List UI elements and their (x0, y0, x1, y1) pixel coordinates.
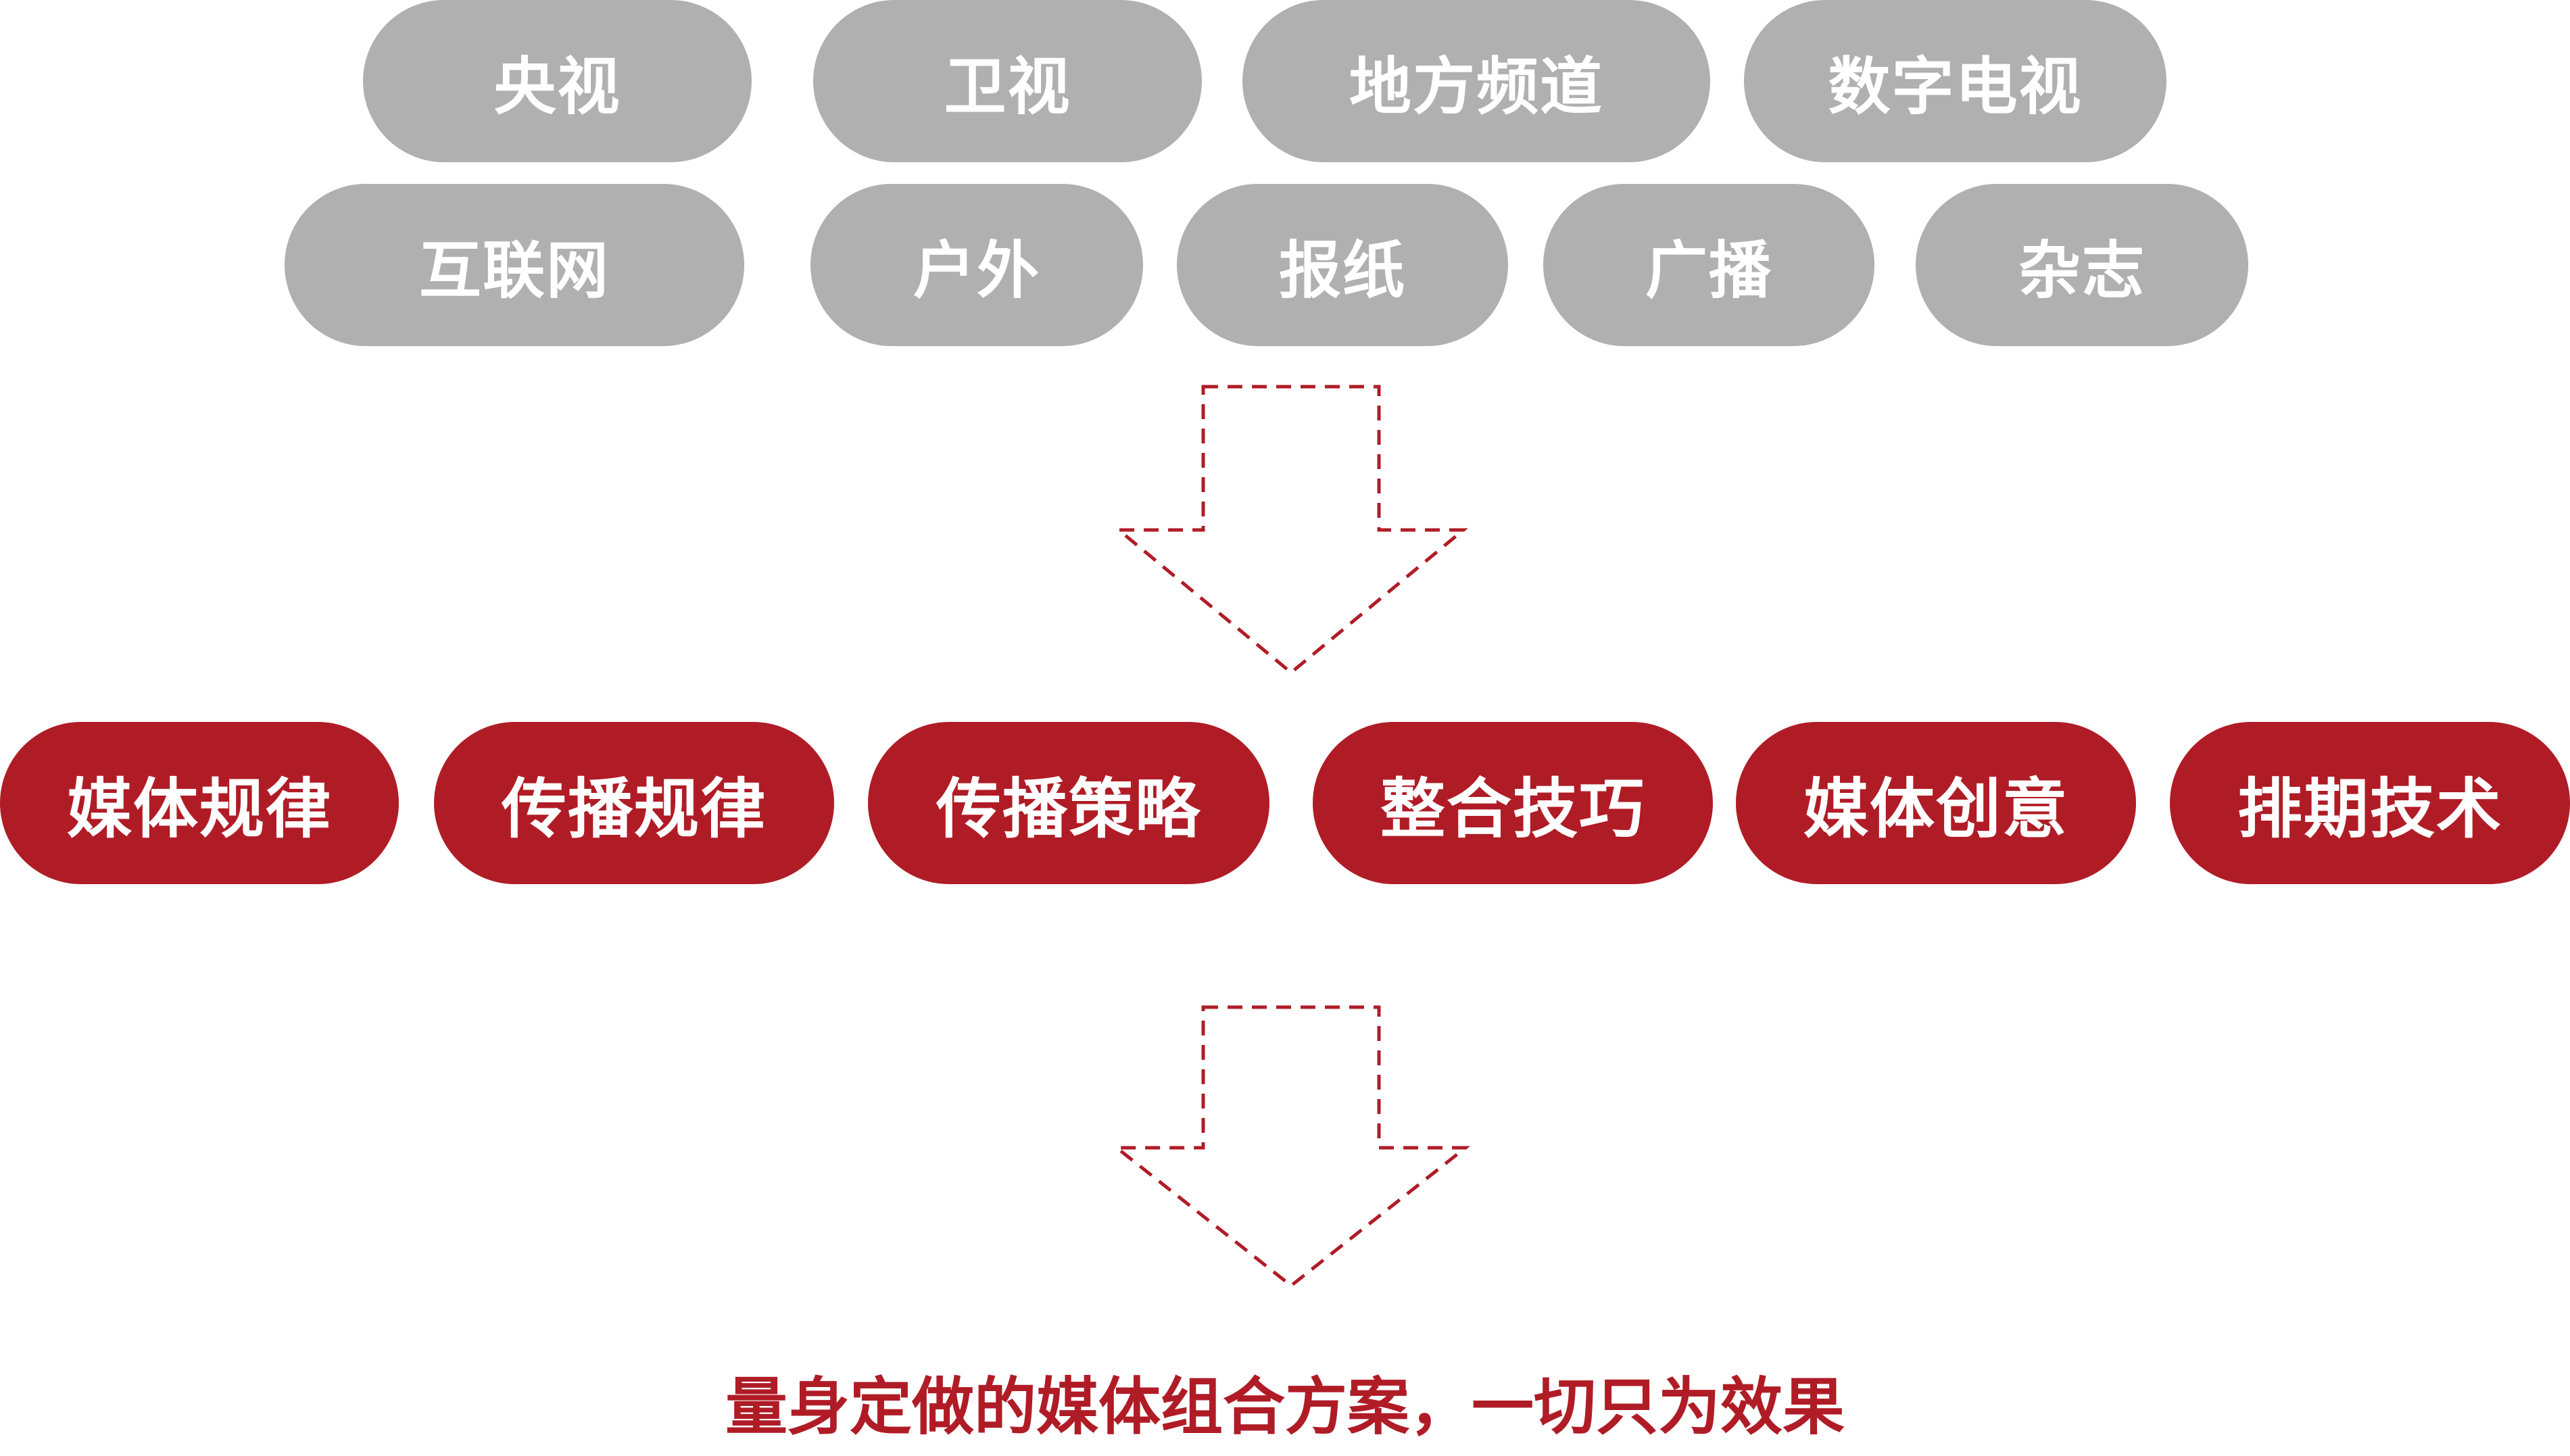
capability-pill-communication-rules: 传播规律 (434, 722, 834, 884)
capability-pill-communication-strategy: 传播策略 (868, 722, 1269, 884)
channel-pill-internet: 互联网 (285, 184, 744, 346)
channel-pill-digital-tv: 数字电视 (1744, 0, 2166, 162)
channel-pill-satellite-tv: 卫视 (813, 0, 1202, 162)
down-arrow-icon (1111, 1005, 1471, 1288)
capability-pill-media-rules: 媒体规律 (0, 722, 399, 884)
capability-pill-integration-skills: 整合技巧 (1313, 722, 1713, 884)
channel-pill-local-channels: 地方频道 (1242, 0, 1710, 162)
channel-pill-radio: 广播 (1543, 184, 1874, 346)
down-arrow-icon (1114, 385, 1468, 675)
tagline-text: 量身定做的媒体组合方案，一切只为效果 (725, 1371, 1845, 1443)
channel-pill-magazine: 杂志 (1916, 184, 2248, 346)
channel-pill-outdoor: 户外 (810, 184, 1143, 346)
channel-pill-newspaper: 报纸 (1177, 184, 1508, 346)
capability-pill-scheduling-technique: 排期技术 (2170, 722, 2570, 884)
capability-pill-media-creativity: 媒体创意 (1736, 722, 2136, 884)
channel-pill-cctv: 央视 (363, 0, 752, 162)
